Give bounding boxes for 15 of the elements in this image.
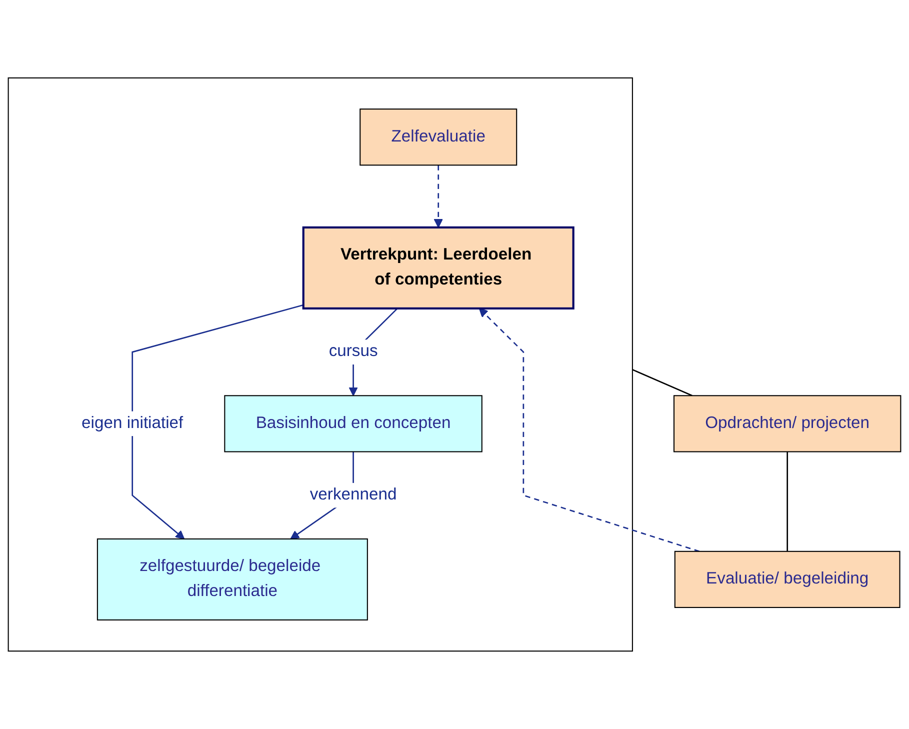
- node-box: Opdrachten/ projecten: [673, 395, 902, 452]
- connector: [786, 452, 788, 552]
- arrow: [434, 165, 443, 228]
- node-box: Vertrekpunt: Leerdoelen of competenties: [302, 226, 574, 310]
- node-box: Evaluatie/ begeleiding: [674, 550, 900, 608]
- arrow: [132, 304, 304, 540]
- connector: [632, 369, 692, 396]
- node-box: Zelfevaluatie: [360, 108, 518, 166]
- node-box: Basisinhoud en concepten: [224, 395, 482, 452]
- arrow: [478, 308, 700, 552]
- cluster: [8, 77, 633, 652]
- edge-label: cursus: [328, 342, 378, 360]
- node-box: zelfgestuurde/ begeleide differentiatie: [96, 538, 368, 620]
- edge-label: verkennend: [310, 486, 397, 504]
- edge-label: eigen initiatief: [82, 414, 184, 432]
